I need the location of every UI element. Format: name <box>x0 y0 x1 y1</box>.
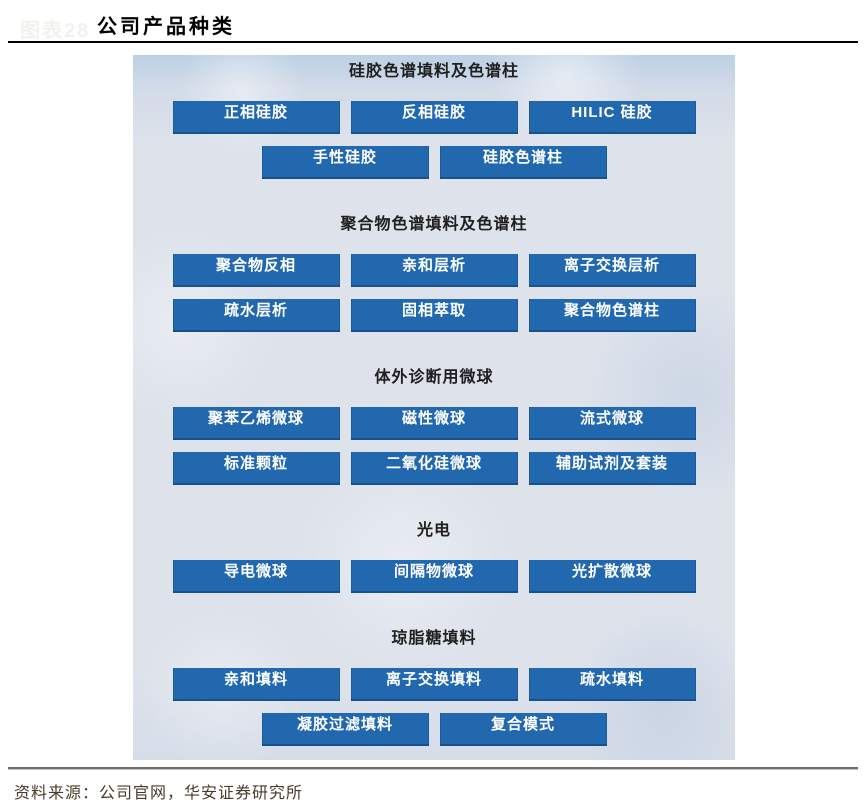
product-box: 疏水层析 <box>172 299 340 332</box>
product-box: 辅助试剂及套装 <box>528 452 696 485</box>
product-row: 导电微球间隔物微球光扩散微球 <box>133 560 735 593</box>
product-box: 间隔物微球 <box>350 560 518 593</box>
product-box: 正相硅胶 <box>172 101 340 134</box>
figure-number-label: 图表28 <box>20 20 91 42</box>
product-box: 手性硅胶 <box>261 146 429 179</box>
product-box: 流式微球 <box>528 407 696 440</box>
section-title: 聚合物色谱填料及色谱柱 <box>340 216 528 233</box>
product-box: 离子交换层析 <box>528 254 696 287</box>
page-title: 公司产品种类 <box>97 16 235 38</box>
source-note: 资料来源：公司官网，华安证券研究所 <box>14 785 304 802</box>
product-box: 标准颗粒 <box>172 452 340 485</box>
section-title: 琼脂糖填料 <box>391 630 477 647</box>
product-box: 聚合物反相 <box>172 254 340 287</box>
section-title: 硅胶色谱填料及色谱柱 <box>348 63 519 80</box>
category-section: 琼脂糖填料亲和填料离子交换填料疏水填料凝胶过滤填料复合模式 <box>133 630 735 746</box>
header-divider <box>8 41 858 43</box>
product-row: 手性硅胶硅胶色谱柱 <box>133 146 735 179</box>
product-box: 导电微球 <box>172 560 340 593</box>
product-category-diagram: 硅胶色谱填料及色谱柱正相硅胶反相硅胶 HILIC 硅胶手性硅胶硅胶色谱柱聚合物色谱… <box>133 55 735 760</box>
product-box: 离子交换填料 <box>350 668 518 701</box>
product-row: 聚苯乙烯微球磁性微球流式微球 <box>133 407 735 440</box>
product-row: 正相硅胶反相硅胶 HILIC 硅胶 <box>133 101 735 134</box>
product-row: 聚合物反相亲和层析离子交换层析 <box>133 254 735 287</box>
product-box: 聚合物色谱柱 <box>528 299 696 332</box>
product-box: 凝胶过滤填料 <box>261 713 429 746</box>
section-title: 体外诊断用微球 <box>374 369 494 386</box>
category-section: 硅胶色谱填料及色谱柱正相硅胶反相硅胶 HILIC 硅胶手性硅胶硅胶色谱柱 <box>133 63 735 179</box>
product-row: 疏水层析固相萃取聚合物色谱柱 <box>133 299 735 332</box>
product-box: HILIC 硅胶 <box>528 101 696 134</box>
category-section: 光电导电微球间隔物微球光扩散微球 <box>133 522 735 593</box>
product-row: 亲和填料离子交换填料疏水填料 <box>133 668 735 701</box>
product-box: 疏水填料 <box>528 668 696 701</box>
product-box: 光扩散微球 <box>528 560 696 593</box>
product-box: 亲和层析 <box>350 254 518 287</box>
product-box: 反相硅胶 <box>350 101 518 134</box>
footer-divider <box>8 767 858 770</box>
product-box: 固相萃取 <box>350 299 518 332</box>
product-row: 凝胶过滤填料复合模式 <box>133 713 735 746</box>
product-box: 硅胶色谱柱 <box>439 146 607 179</box>
category-section: 体外诊断用微球聚苯乙烯微球磁性微球流式微球标准颗粒二氧化硅微球辅助试剂及套装 <box>133 369 735 485</box>
figure-header: 图表28 公司产品种类 <box>0 10 866 42</box>
product-box: 二氧化硅微球 <box>350 452 518 485</box>
product-row: 标准颗粒二氧化硅微球辅助试剂及套装 <box>133 452 735 485</box>
section-title: 光电 <box>416 522 451 539</box>
product-box: 亲和填料 <box>172 668 340 701</box>
category-section: 聚合物色谱填料及色谱柱聚合物反相亲和层析离子交换层析疏水层析固相萃取聚合物色谱柱 <box>133 216 735 332</box>
product-box: 复合模式 <box>439 713 607 746</box>
product-box: 聚苯乙烯微球 <box>172 407 340 440</box>
product-box: 磁性微球 <box>350 407 518 440</box>
